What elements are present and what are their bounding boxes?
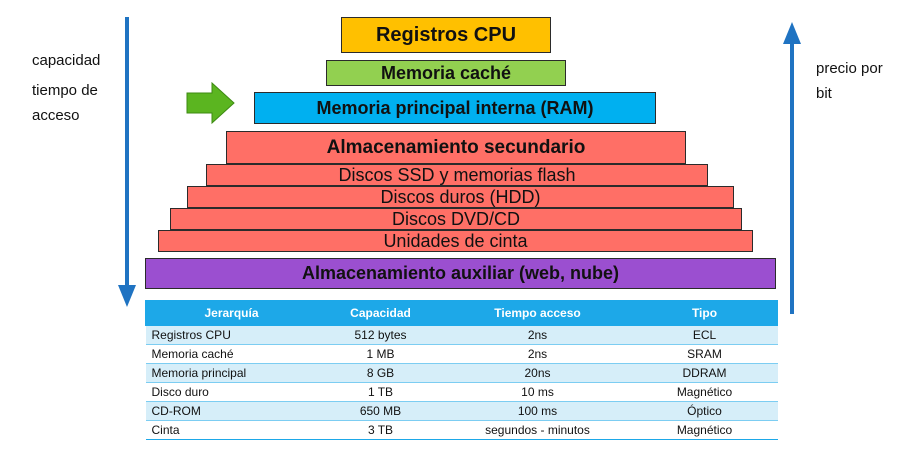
cell-access-time: 20ns: [443, 363, 632, 383]
capacity-label: capacidad: [32, 52, 101, 69]
table-row: Disco duro 1 TB 10 ms Magnético: [145, 382, 778, 402]
cell-type: ECL: [631, 325, 778, 345]
header-hierarchy: Jerarquía: [145, 300, 318, 326]
pyramid-level-cache: Memoria caché: [326, 60, 566, 86]
pyramid-level-auxiliary: Almacenamiento auxiliar (web, nube): [145, 258, 776, 289]
down-arrow-icon: [118, 17, 136, 307]
up-arrow-icon: [783, 22, 801, 314]
pyramid-level-hdd: Discos duros (HDD): [187, 186, 734, 208]
header-capacity: Capacidad: [317, 300, 444, 326]
table-row: CD-ROM 650 MB 100 ms Óptico: [145, 401, 778, 421]
cell-capacity: 512 bytes: [317, 325, 444, 345]
pyramid-level-secondary: Almacenamiento secundario: [226, 131, 686, 164]
access-time-label: tiempo de acceso: [32, 82, 98, 124]
cell-type: Magnético: [631, 420, 778, 440]
table-row: Memoria principal 8 GB 20ns DDRAM: [145, 363, 778, 383]
table-row: Memoria caché 1 MB 2ns SRAM: [145, 344, 778, 364]
pyramid-level-cpu-registers: Registros CPU: [341, 17, 551, 53]
cell-hierarchy: Registros CPU: [145, 325, 318, 345]
memory-hierarchy-table: Jerarquía Capacidad Tiempo acceso Tipo R…: [145, 300, 778, 440]
cell-capacity: 650 MB: [317, 401, 444, 421]
table-header-row: Jerarquía Capacidad Tiempo acceso Tipo: [145, 300, 778, 326]
cell-access-time: 2ns: [443, 344, 632, 364]
price-per-bit-label: precio por bit: [816, 60, 883, 102]
cell-type: SRAM: [631, 344, 778, 364]
cell-type: Óptico: [631, 401, 778, 421]
cell-hierarchy: Memoria caché: [145, 344, 318, 364]
cell-hierarchy: Disco duro: [145, 382, 318, 402]
cell-access-time: segundos - minutos: [443, 420, 632, 440]
header-type: Tipo: [631, 300, 778, 326]
cell-type: Magnético: [631, 382, 778, 402]
cell-access-time: 2ns: [443, 325, 632, 345]
cell-hierarchy: Cinta: [145, 420, 318, 440]
table-row: Cinta 3 TB segundos - minutos Magnético: [145, 420, 778, 440]
cell-capacity: 1 MB: [317, 344, 444, 364]
pyramid-level-ram: Memoria principal interna (RAM): [254, 92, 656, 124]
pointer-arrow-icon: [186, 82, 235, 125]
cell-capacity: 1 TB: [317, 382, 444, 402]
cell-access-time: 100 ms: [443, 401, 632, 421]
table-row: Registros CPU 512 bytes 2ns ECL: [145, 325, 778, 345]
cell-hierarchy: Memoria principal: [145, 363, 318, 383]
header-access-time: Tiempo acceso: [443, 300, 632, 326]
pyramid-level-ssd: Discos SSD y memorias flash: [206, 164, 708, 186]
cell-type: DDRAM: [631, 363, 778, 383]
cell-access-time: 10 ms: [443, 382, 632, 402]
cell-hierarchy: CD-ROM: [145, 401, 318, 421]
cell-capacity: 8 GB: [317, 363, 444, 383]
cell-capacity: 3 TB: [317, 420, 444, 440]
pyramid-level-tape: Unidades de cinta: [158, 230, 753, 252]
pyramid-level-dvd: Discos DVD/CD: [170, 208, 742, 230]
